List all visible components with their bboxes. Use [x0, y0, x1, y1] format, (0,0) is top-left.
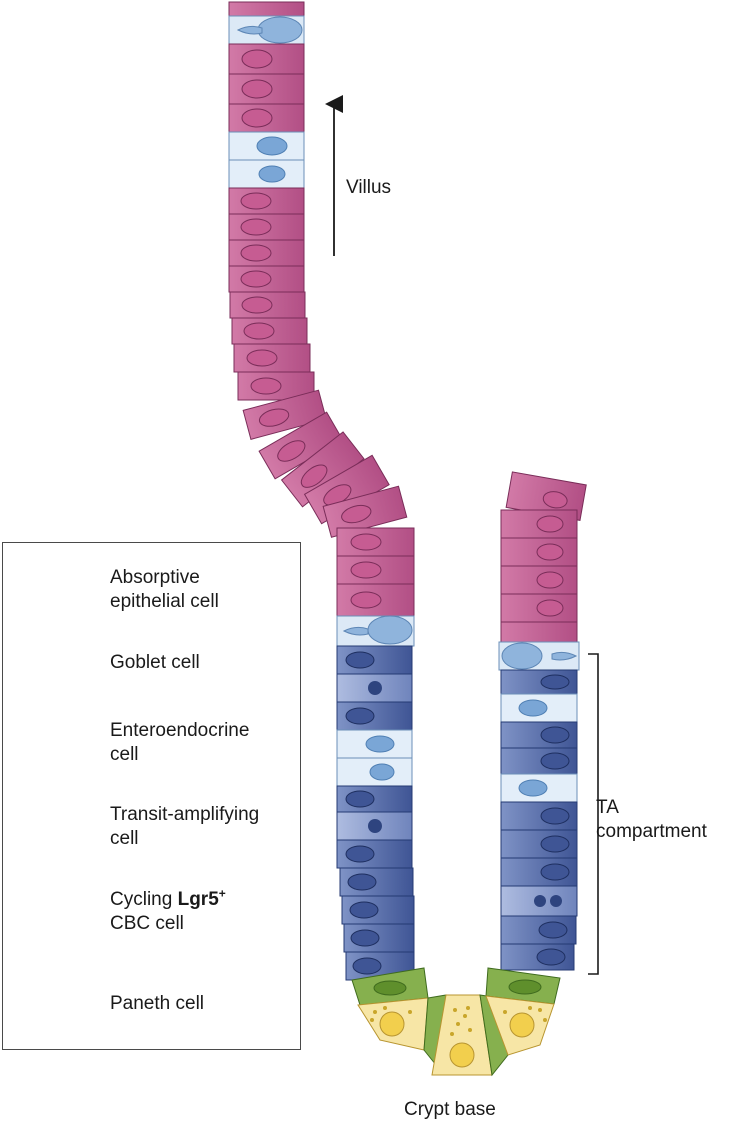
enteroendocrine-cell: [228, 131, 305, 161]
crypt-right-wall: [498, 471, 587, 971]
transit-amplifying-cell: [339, 867, 414, 897]
absorptive-cell: [336, 527, 415, 557]
enteroendocrine-cell: [336, 757, 413, 787]
legend-absorptive-line1: Absorptive: [110, 567, 200, 588]
ta-label-line1: TA: [596, 797, 619, 818]
legend-enteroendocrine-line2: cell: [110, 744, 139, 765]
enteroendocrine-cell: [500, 693, 578, 723]
absorptive-cell: [231, 317, 308, 345]
legend-cbc-line2: CBC cell: [110, 913, 184, 934]
transit-amplifying-cell: [500, 915, 577, 945]
goblet-cell: [498, 641, 580, 671]
transit-amplifying-cell: [336, 701, 413, 731]
villus-label: Villus: [346, 177, 392, 198]
absorptive-cell: [500, 565, 578, 595]
legend-label-goblet: Goblet cell: [110, 651, 200, 675]
legend-goblet-line1: Goblet cell: [110, 652, 200, 673]
crypt-base: [351, 967, 561, 1077]
legend-enteroendocrine-line1: Enteroendocrine: [110, 720, 250, 741]
absorptive-cell: [229, 291, 306, 319]
absorptive-cell: [228, 103, 305, 133]
legend-cbc-marker: Lgr5: [177, 889, 219, 910]
absorptive-cell: [228, 265, 305, 293]
transit-amplifying-cell: [336, 839, 413, 869]
paneth-cell: [485, 995, 555, 1056]
absorptive-cell: [500, 509, 578, 539]
absorptive-cell: [500, 593, 578, 623]
transit-amplifying-cell-mitotic: [336, 673, 413, 703]
legend-label-paneth: Paneth cell: [110, 992, 204, 1016]
absorptive-cell: [336, 555, 415, 585]
absorptive-cell: [500, 537, 578, 567]
absorptive-cell: [242, 389, 327, 440]
legend-label-transit: Transit-amplifying cell: [110, 803, 259, 851]
transit-amplifying-cell: [500, 721, 578, 749]
transit-amplifying-cell: [500, 669, 578, 695]
enteroendocrine-cell: [228, 159, 305, 189]
ta-compartment-label: TA compartment: [596, 796, 730, 844]
legend-cbc-line1: Cycling Lgr5+: [110, 888, 226, 912]
transit-amplifying-cell-mitotic: [336, 811, 413, 841]
legend-label-cbc: Cycling Lgr5+ CBC cell: [110, 888, 226, 936]
absorptive-cell: [228, 213, 305, 241]
legend-absorptive-line2: epithelial cell: [110, 591, 219, 612]
transit-amplifying-cell: [500, 943, 575, 971]
crypt-base-label: Crypt base: [404, 1099, 496, 1120]
ta-bracket: [588, 653, 599, 975]
absorptive-cell: [336, 583, 415, 617]
absorptive-cell: [228, 73, 305, 105]
absorptive-cell: [233, 343, 311, 373]
paneth-cell: [357, 997, 429, 1051]
transit-amplifying-cell: [336, 785, 413, 813]
legend-box: [2, 542, 301, 1050]
legend-paneth-line1: Paneth cell: [110, 993, 205, 1014]
goblet-cell: [336, 615, 415, 647]
transit-amplifying-cell: [341, 895, 415, 925]
legend-transit-line1: Transit-amplifying: [110, 804, 260, 825]
crypt-left-wall: [336, 645, 415, 981]
absorptive-cell: [228, 239, 305, 267]
legend-cbc-prefix: Cycling: [110, 889, 173, 910]
transit-amplifying-cell: [336, 645, 413, 675]
absorptive-cell: [228, 187, 305, 215]
transit-amplifying-cell: [500, 857, 578, 887]
ta-label-line2: compartment: [596, 821, 707, 842]
enteroendocrine-cell: [500, 773, 578, 803]
transit-amplifying-cell: [500, 829, 578, 859]
transit-amplifying-cell-mitotic: [500, 885, 578, 917]
legend-cbc-sup: +: [218, 886, 226, 901]
absorptive-cell: [322, 485, 408, 538]
legend-label-absorptive: Absorptive epithelial cell: [110, 566, 219, 614]
villus-strand: [228, 1, 415, 647]
legend-label-enteroendocrine: Enteroendocrine cell: [110, 719, 249, 767]
legend-transit-line2: cell: [110, 828, 139, 849]
paneth-cell: [431, 994, 493, 1076]
transit-amplifying-cell: [500, 747, 578, 775]
transit-amplifying-cell: [343, 923, 415, 953]
cbc-cell: [485, 967, 561, 1005]
enteroendocrine-cell: [336, 729, 413, 759]
goblet-cell: [228, 15, 305, 45]
absorptive-cell: [500, 621, 578, 643]
absorptive-cell: [228, 43, 305, 75]
transit-amplifying-cell: [500, 801, 578, 831]
absorptive-cell: [280, 431, 365, 508]
